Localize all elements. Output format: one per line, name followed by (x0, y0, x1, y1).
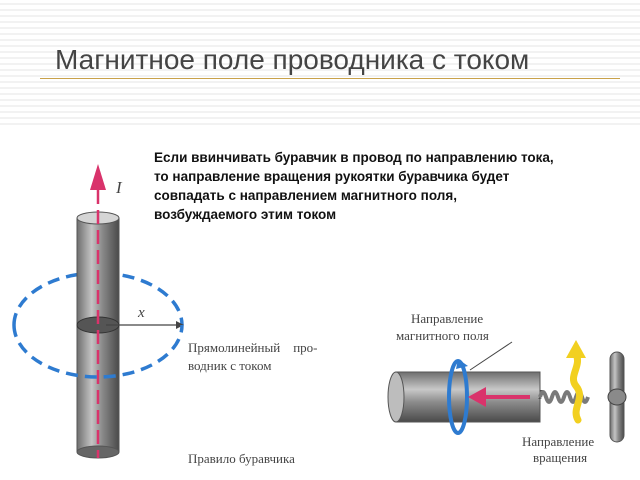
field-loop-back (12, 271, 184, 326)
title-divider (40, 78, 620, 79)
conductor-label-line1: Прямолинейный про- (188, 340, 318, 355)
rotation-arrowhead (566, 340, 586, 358)
field-label-leader (469, 341, 513, 371)
field-loop-front (12, 324, 184, 379)
distance-label: x (137, 305, 145, 321)
gimlet-rule-text: Если ввинчивать буравчик в провод по нап… (154, 148, 634, 224)
inner-current-arrowhead (468, 387, 486, 407)
gimlet-handle-hub (607, 388, 627, 406)
horizontal-conductor-end (387, 371, 405, 423)
field-label-line2: магнитного поля (396, 328, 489, 343)
field-ring-arrowhead (456, 359, 468, 369)
title-background (0, 0, 640, 125)
slide-title: Магнитное поле проводника с током (55, 44, 530, 75)
right-figure: I Направление магнитного поля Направлени… (387, 311, 627, 465)
rotation-label-line2: вращения (533, 450, 587, 465)
figure-caption: Правило буравчика (188, 451, 295, 466)
rotation-label-line1: Направление (522, 434, 594, 449)
field-label-line1: Направление (411, 311, 483, 326)
rule-line: Если ввинчивать буравчик в провод по нап… (154, 150, 554, 165)
left-figure: I x Прямолинейный про- водник с током Пр… (12, 164, 318, 466)
distance-arrowhead (176, 321, 184, 329)
current-arrowhead (90, 164, 106, 190)
rule-line: возбуждаемого этим током (154, 207, 337, 222)
rule-line: то направление вращения рукоятки буравчи… (154, 169, 510, 184)
conductor-label-line2: водник с током (188, 358, 271, 373)
rule-line: совпадать с направлением магнитного поля… (154, 188, 457, 203)
current-label: I (115, 178, 123, 197)
rotation-arrow (569, 350, 584, 424)
